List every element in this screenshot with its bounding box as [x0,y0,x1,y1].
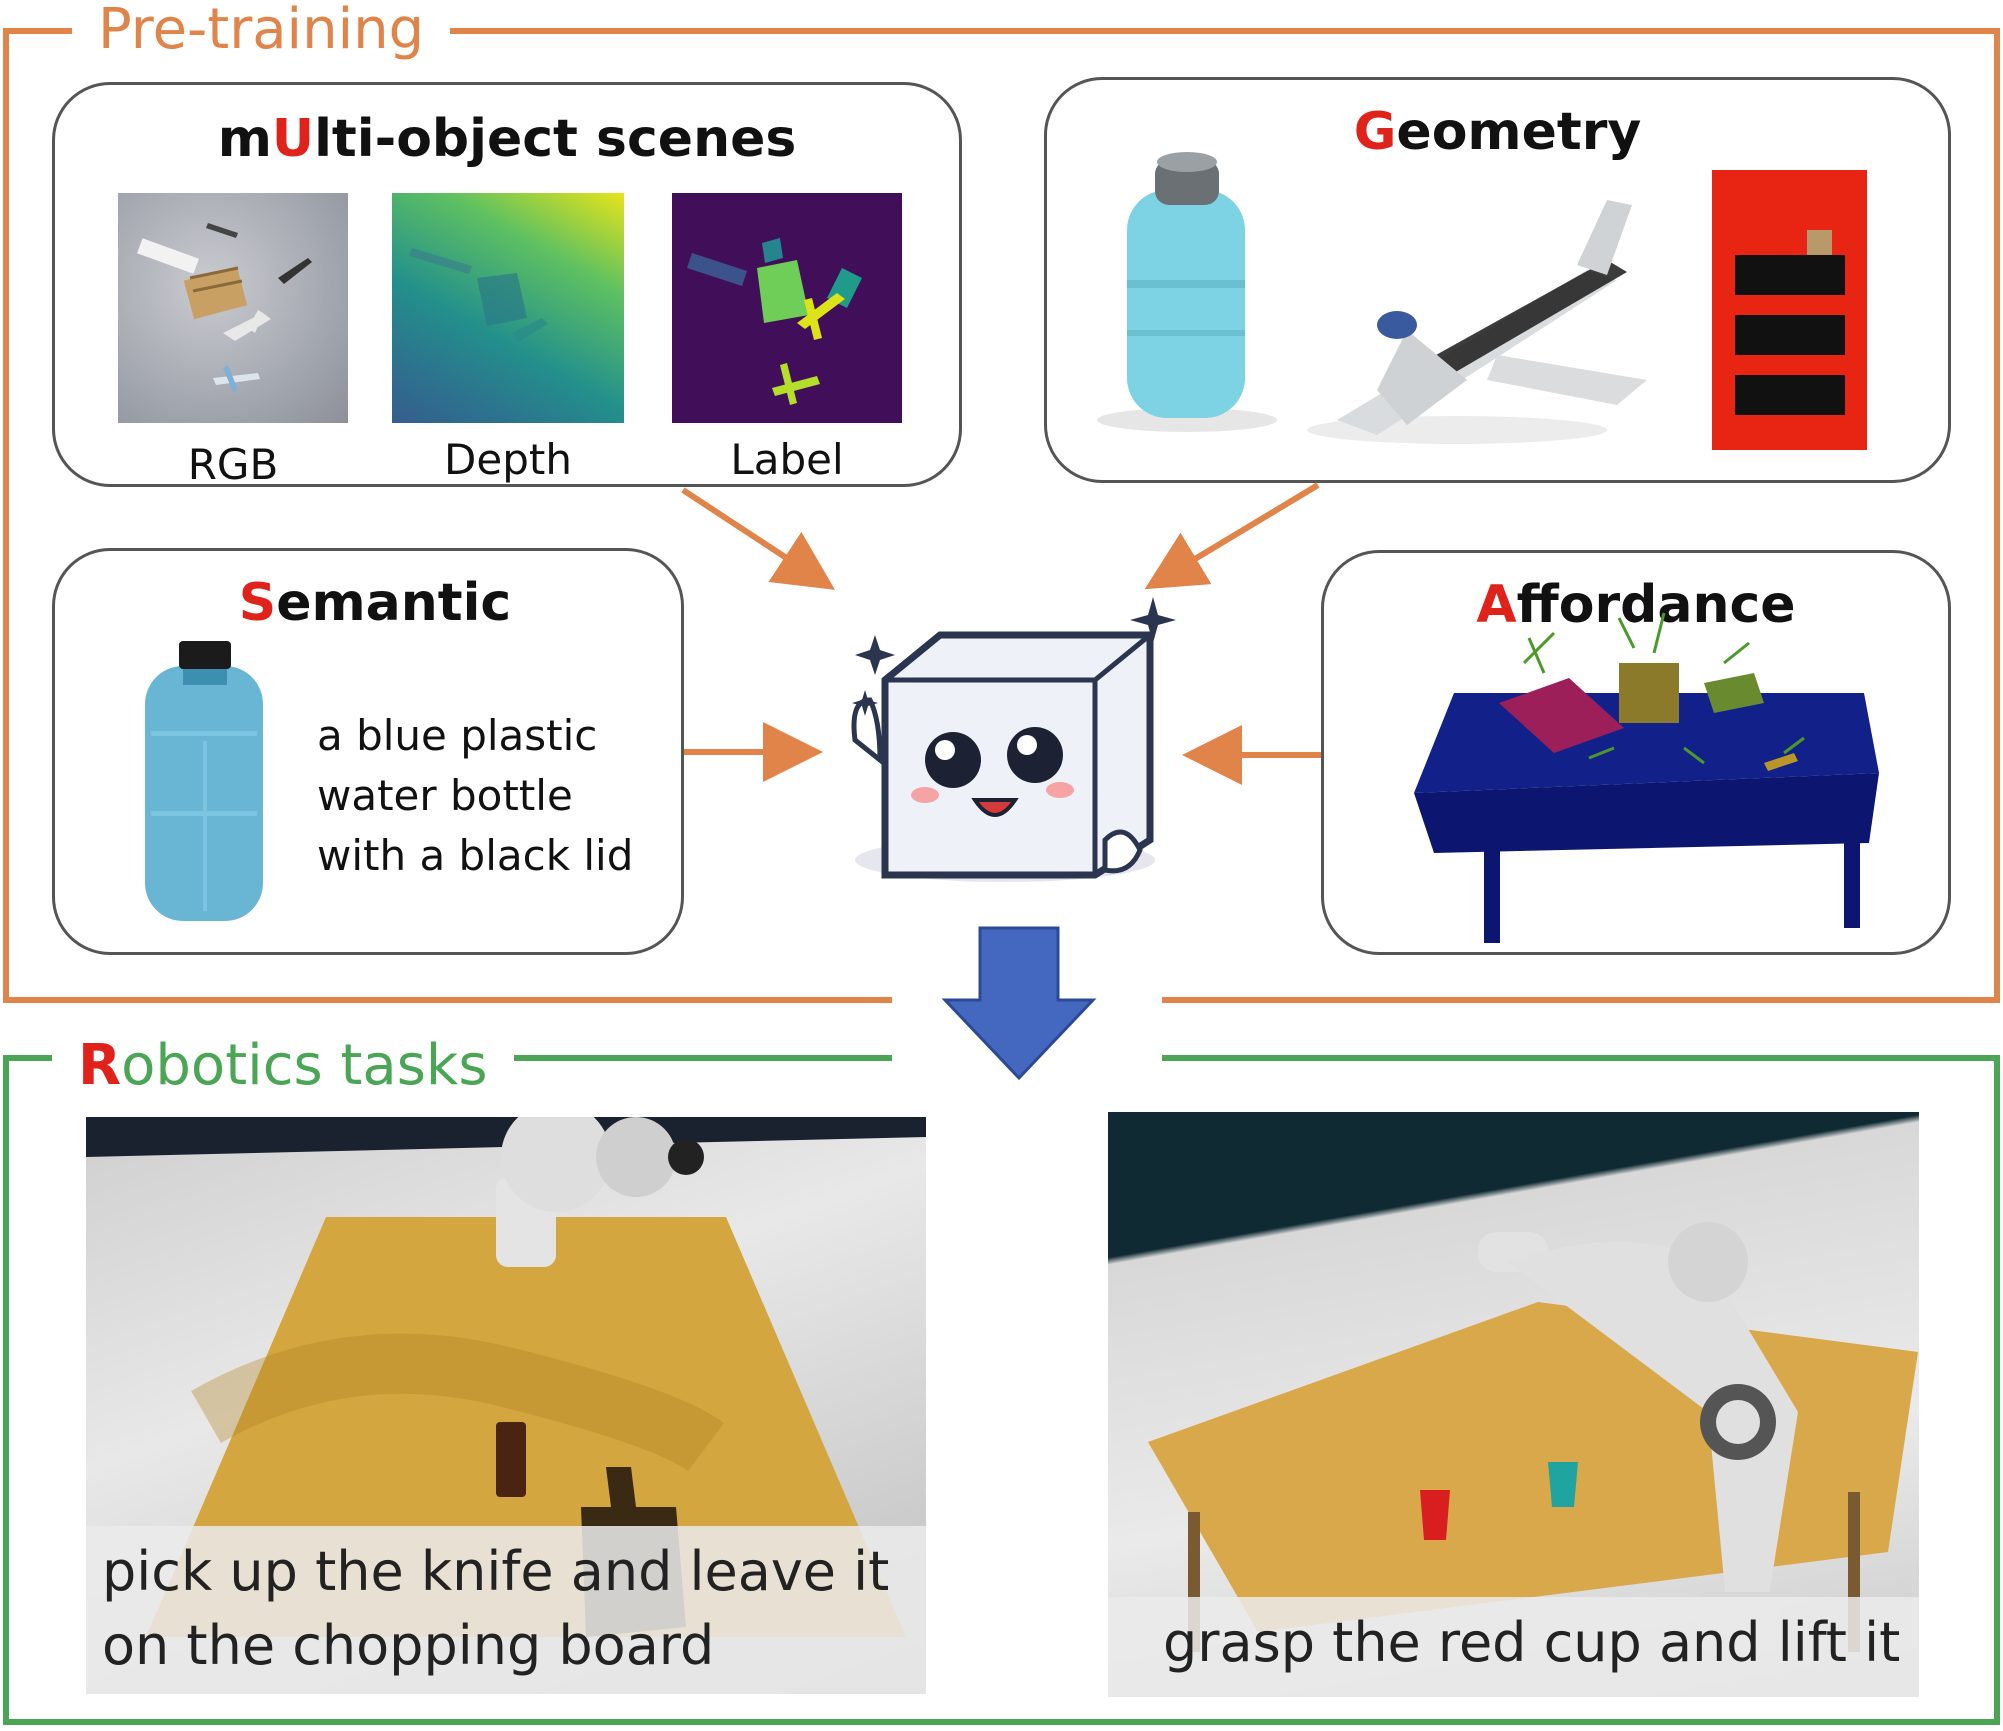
affordance-table-image [1414,612,1879,943]
rgb-thumbnail [118,193,348,423]
arrow-geometry [1144,482,1320,590]
semantic-description: a blue plastic water bottle with a black… [317,706,633,886]
task-2-caption: grasp the red cup and lift it [1163,1606,1900,1680]
semantic-line: water bottle [317,771,573,820]
rgb-label: RGB [187,440,279,489]
semantic-box: Semantic a blue plastic water bottle wit… [52,548,684,955]
multi-object-title: mUlti-object scenes [217,109,797,169]
task-1-caption-band [86,1526,926,1694]
semantic-title: Semantic [238,573,512,633]
pretraining-title: Pre-training [72,0,451,60]
label-label: Label [730,435,844,484]
airplane-pointcloud [1307,200,1647,444]
arrow-multi-object [681,487,836,590]
depth-label: Depth [444,435,572,484]
depth-thumbnail [392,193,624,423]
semantic-line: a blue plastic [317,711,598,760]
task-2-image: grasp the red cup and lift it [1108,1112,1919,1697]
task-1-caption-line: on the chopping board [102,1614,715,1677]
bookshelf-pointcloud [1712,170,1867,450]
task-1-image: pick up the knife and leave it on the ch… [86,1117,926,1694]
task-1-caption-line: pick up the knife and leave it [102,1540,890,1603]
semantic-line: with a black lid [317,831,634,880]
affordance-title: Affordance [1476,575,1796,635]
geometry-box: Geometry [1044,77,1951,483]
task-1-caption: pick up the knife and leave it on the ch… [102,1535,889,1683]
blue-bottle-image [145,641,263,921]
affordance-box: Affordance [1321,550,1951,955]
bottle-pointcloud [1097,152,1277,432]
task-2-caption-line: grasp the red cup and lift it [1163,1611,1901,1674]
robotics-title: Robotics tasks [52,1036,514,1096]
task-2-caption-band [1108,1597,1919,1697]
multi-object-box: mUlti-object scenes RGB Depth [52,82,962,489]
geometry-title: Geometry [1353,102,1642,162]
label-thumbnail [672,193,902,423]
